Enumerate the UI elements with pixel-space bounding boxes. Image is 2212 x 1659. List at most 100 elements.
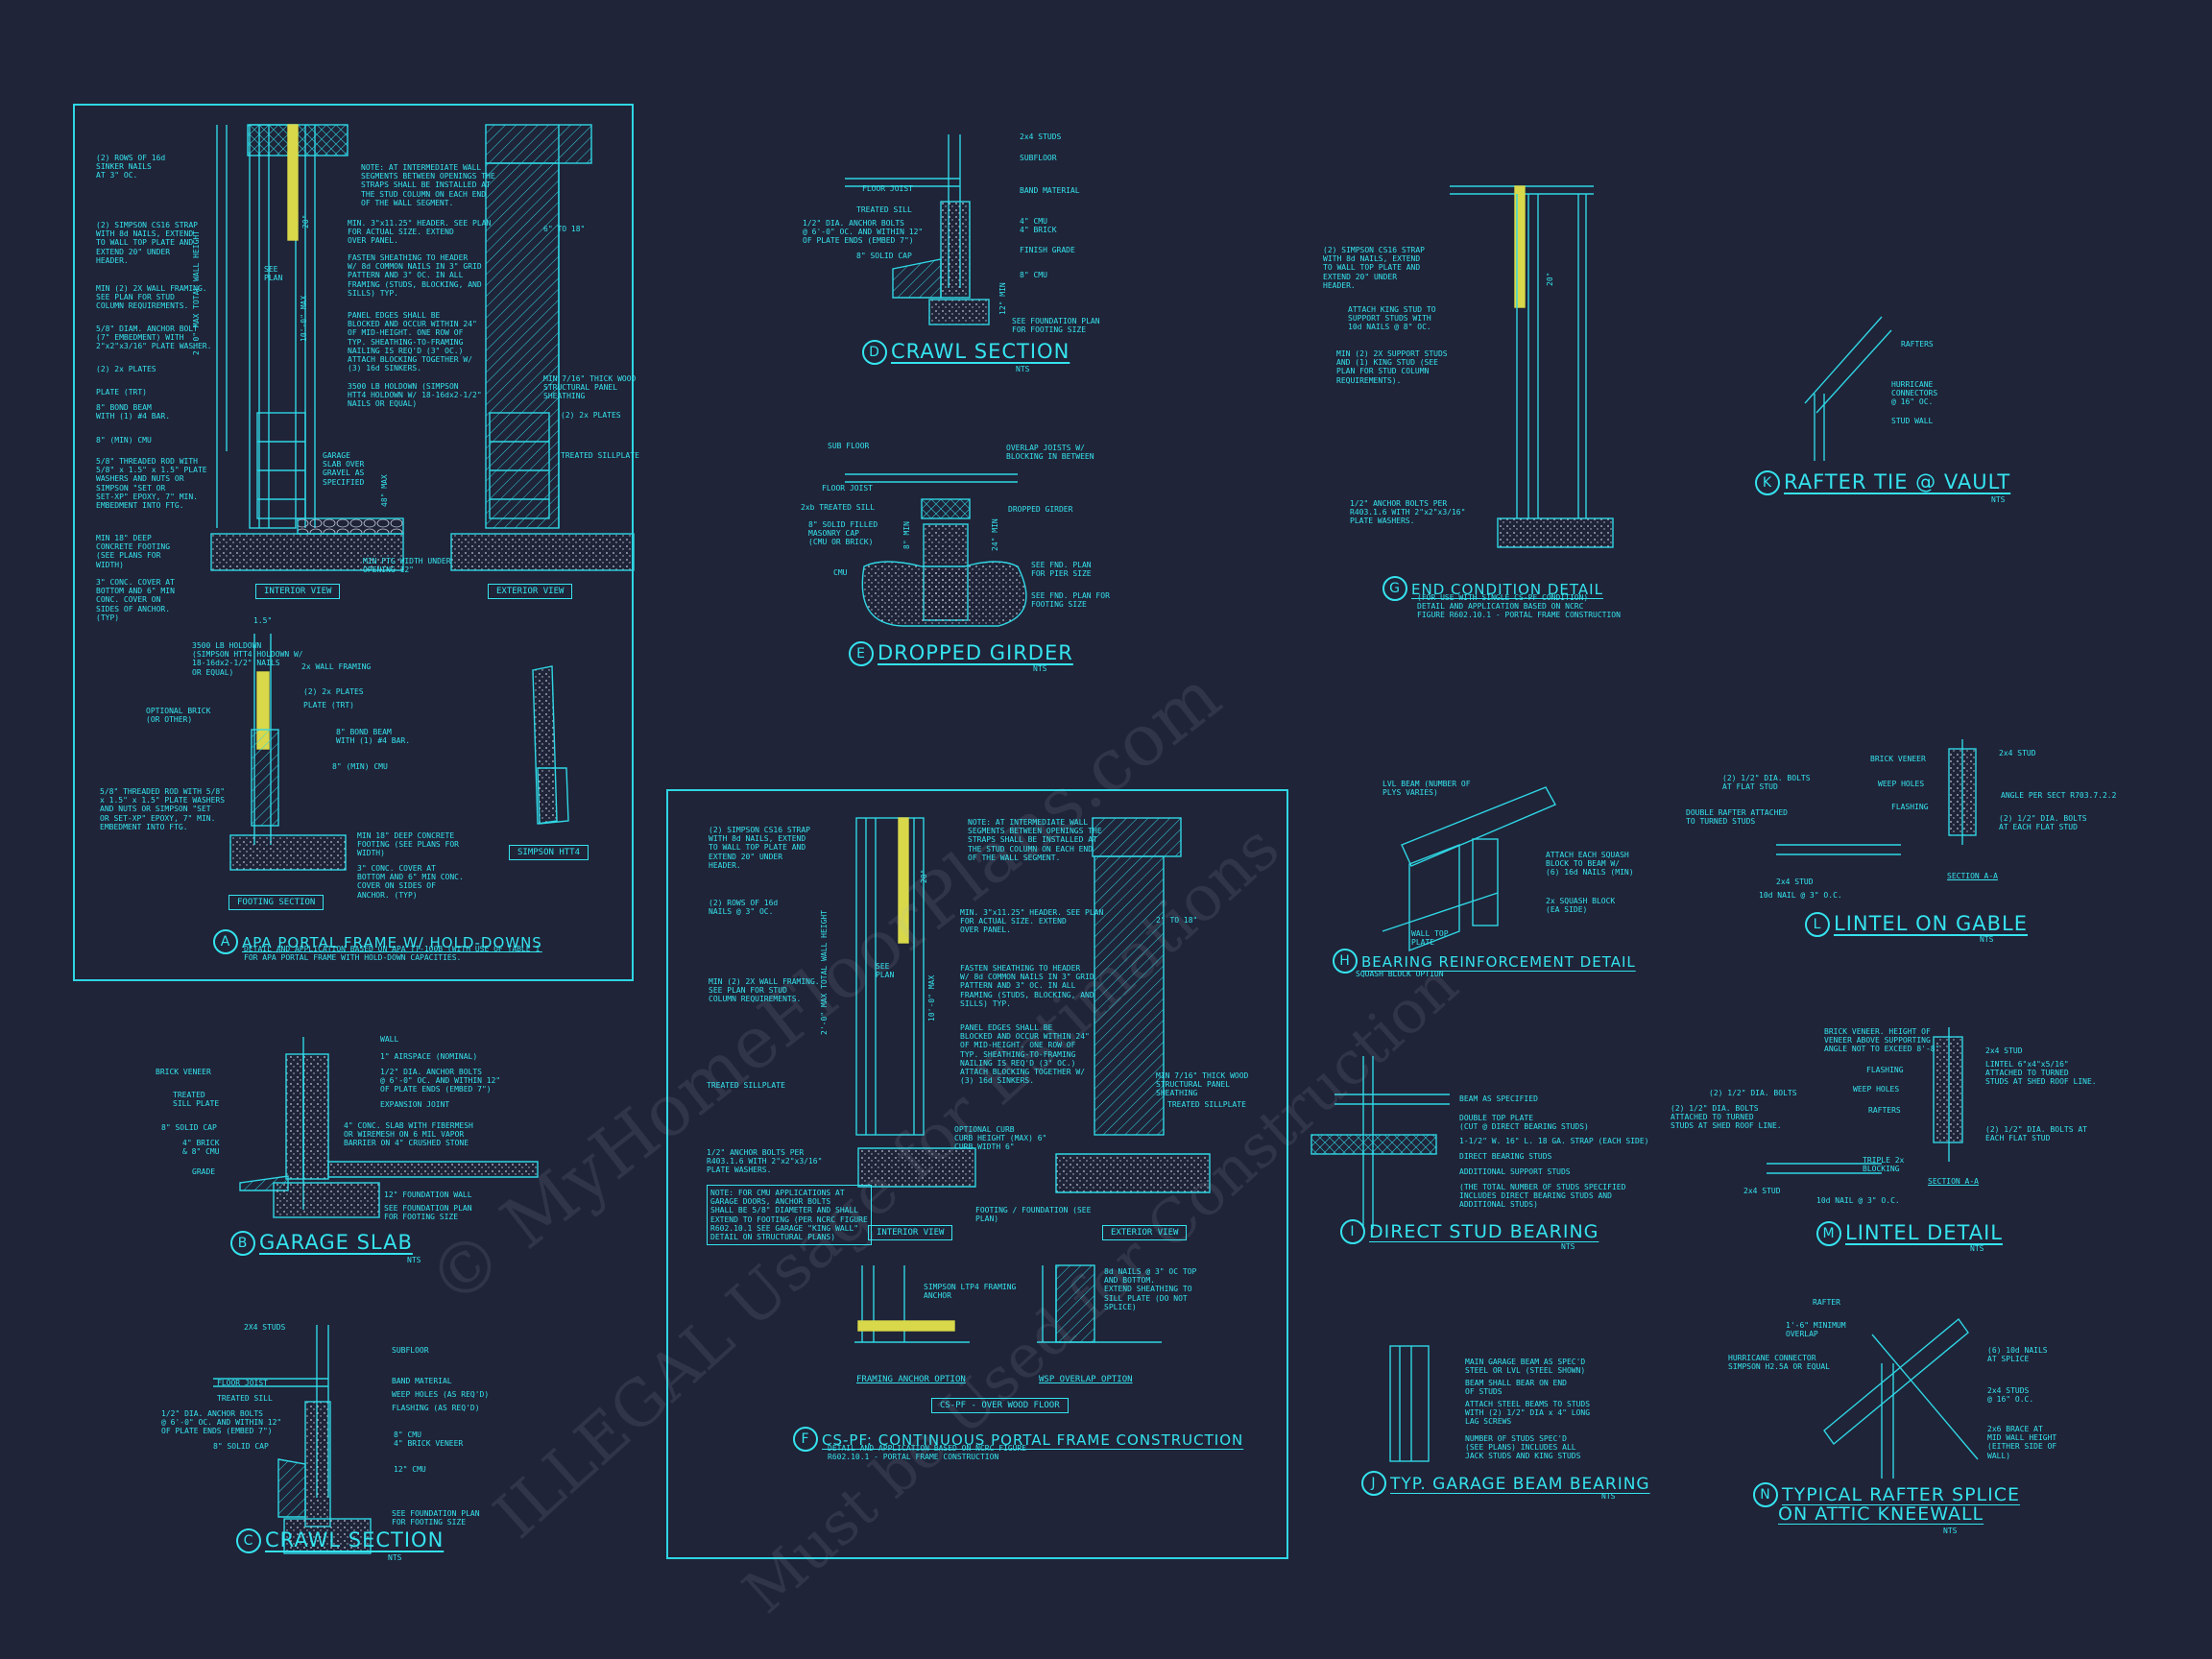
a-simpson-htt4-label: SIMPSON HTT4 — [509, 845, 589, 860]
l-label: ANGLE PER SECT R703.7.2.2 — [2001, 791, 2117, 800]
detail-l-nts: NTS — [1980, 935, 1994, 944]
i-label: (THE TOTAL NUMBER OF STUDS SPECIFIED INC… — [1459, 1183, 1626, 1210]
detail-g-bubble: G — [1382, 576, 1407, 601]
m-label: 2x4 STUD — [1743, 1187, 1781, 1195]
detail-k-nts: NTS — [1991, 495, 2006, 504]
j-label: BEAM SHALL BEAR ON END OF STUDS — [1465, 1379, 1567, 1397]
a-label: (2) 2x PLATES — [96, 365, 156, 373]
a-label: MIN 18" DEEP CONCRETE FOOTING (SEE PLANS… — [96, 534, 171, 569]
n-label: RAFTER — [1813, 1298, 1840, 1307]
k-label: STUD WALL — [1891, 417, 1934, 425]
l-label: SECTION A-A — [1947, 872, 1998, 880]
detail-e-title-text: DROPPED GIRDER — [878, 641, 1073, 664]
detail-a-subtitle: DETAIL AND APPLICATION BASED ON APA TT-1… — [244, 945, 541, 962]
f-label: MIN (2) 2X WALL FRAMING. SEE PLAN FOR ST… — [709, 977, 820, 1004]
m-label: (2) 1/2" DIA. BOLTS AT EACH FLAT STUD — [1985, 1125, 2087, 1143]
detail-m-nts: NTS — [1970, 1244, 1984, 1253]
k-label: HURRICANE CONNECTORS @ 16" OC. — [1891, 380, 1938, 407]
l-label: 10d NAIL @ 3" O.C. — [1759, 891, 1842, 900]
d-label: SEE FOUNDATION PLAN FOR FOOTING SIZE — [1012, 317, 1100, 335]
a-label: NOTE: AT INTERMEDIATE WALL SEGMENTS BETW… — [361, 163, 495, 207]
a-label: 5/8" THREADED ROD WITH 5/8" x 1.5" x 1.5… — [96, 457, 207, 510]
a-exterior-view-label: EXTERIOR VIEW — [488, 584, 573, 599]
b-label: BRICK VENEER — [156, 1068, 211, 1076]
l-label: DOUBLE RAFTER ATTACHED TO TURNED STUDS — [1686, 808, 1788, 827]
a-interior-view-label: INTERIOR VIEW — [255, 584, 341, 599]
f-label: SIMPSON LTP4 FRAMING ANCHOR — [924, 1283, 1017, 1301]
b-label: 12" FOUNDATION WALL — [384, 1190, 472, 1199]
f-wsp-overlap-option: WSP OVERLAP OPTION — [1039, 1375, 1133, 1384]
c-label: 12" CMU — [394, 1465, 426, 1474]
f-label: NOTE: AT INTERMEDIATE WALL SEGMENTS BETW… — [968, 818, 1102, 862]
a-label: (2) 2x PLATES — [561, 411, 621, 420]
detail-i-title-text: DIRECT STUD BEARING — [1369, 1221, 1599, 1242]
d-label: TREATED SILL — [856, 205, 912, 214]
m-label: 10d NAIL @ 3" O.C. — [1816, 1196, 1900, 1205]
f-dim: 10'-0" MAX — [927, 974, 936, 1022]
h-label: 2x SQUASH BLOCK (EA SIDE) — [1546, 897, 1616, 915]
m-label: (2) 1/2" DIA. BOLTS — [1709, 1089, 1797, 1097]
a-fs-label: (2) 2x PLATES — [303, 687, 364, 696]
a-dim: 2'-0" MAX TOTAL WALL HEIGHT — [192, 229, 201, 355]
a-label: TREATED SILLPLATE — [561, 451, 639, 460]
detail-i-bubble: I — [1340, 1219, 1365, 1244]
b-label: 4" BRICK & 8" CMU — [182, 1139, 220, 1157]
detail-d-nts: NTS — [1016, 365, 1030, 373]
h-label: ATTACH EACH SQUASH BLOCK TO BEAM W/ (6) … — [1546, 851, 1634, 878]
e-label: SEE FND. PLAN FOR PIER SIZE — [1031, 561, 1092, 579]
m-label: (2) 1/2" DIA. BOLTS ATTACHED TO TURNED S… — [1671, 1104, 1782, 1131]
f-dim: SEE PLAN — [876, 962, 895, 980]
a-fs-dim: 1.5" — [253, 616, 273, 625]
a-label: 5/8" DIAM. ANCHOR BOLT (7" EMBEDMENT) WI… — [96, 325, 212, 351]
b-label: 4" CONC. SLAB WITH FIBERMESH OR WIREMESH… — [344, 1121, 473, 1148]
detail-j-title-text: TYP. GARAGE BEAM BEARING — [1390, 1475, 1650, 1494]
f-dim: 2" TO 18" — [1156, 916, 1198, 925]
a-fs-label: MIN 18" DEEP CONCRETE FOOTING (SEE PLANS… — [357, 831, 459, 858]
e-label: 2xb TREATED SILL — [801, 503, 876, 512]
m-label: BRICK VENEER. HEIGHT OF VENEER ABOVE SUP… — [1824, 1027, 1940, 1054]
g-label: ATTACH KING STUD TO SUPPORT STUDS WITH 1… — [1348, 305, 1436, 332]
f-label: FOOTING / FOUNDATION (SEE PLAN) — [975, 1206, 1092, 1224]
a-fs-label: 8" BOND BEAM WITH (1) #4 BAR. — [336, 728, 411, 746]
g-dim: 20" — [1546, 272, 1554, 286]
m-label: TRIPLE 2x BLOCKING — [1863, 1156, 1905, 1174]
m-label: 2x4 STUD — [1985, 1046, 2023, 1055]
d-label: BAND MATERIAL — [1020, 186, 1080, 195]
f-dim: 2'-0" MAX TOTAL WALL HEIGHT — [820, 909, 829, 1035]
a-fs-label: 3500 LB HOLDOWN (SIMPSON HTT4 HOLDOWN W/… — [192, 641, 303, 677]
a-label: MIN 7/16" THICK WOOD STRUCTURAL PANEL SH… — [543, 374, 637, 401]
detail-j-bubble: J — [1361, 1471, 1386, 1496]
c-label: BAND MATERIAL — [392, 1377, 452, 1385]
detail-b-nts: NTS — [407, 1256, 421, 1264]
k-label: RAFTERS — [1901, 340, 1934, 349]
a-dim: SEE PLAN — [264, 265, 283, 283]
detail-b-title-text: GARAGE SLAB — [259, 1231, 413, 1254]
f-label: 1/2" ANCHOR BOLTS PER R403.1.6 WITH 2"x2… — [707, 1148, 823, 1175]
a-label: PANEL EDGES SHALL BE BLOCKED AND OCCUR W… — [348, 311, 477, 373]
a-label: (2) ROWS OF 16d SINKER NAILS AT 3" OC. — [96, 154, 166, 180]
detail-g-subtitle: (FOR USE WITH SINGLE CS-PF CONDITION) DE… — [1417, 593, 1621, 619]
detail-i-nts: NTS — [1561, 1242, 1575, 1251]
f-label: NOTE: FOR CMU APPLICATIONS AT GARAGE DOO… — [707, 1185, 872, 1246]
d-label: SUBFLOOR — [1020, 154, 1057, 162]
detail-f-title-text: CS-PF: CONTINUOUS PORTAL FRAME CONSTRUCT… — [822, 1431, 1244, 1449]
g-label: (2) SIMPSON CS16 STRAP WITH 8d NAILS, EX… — [1323, 246, 1425, 290]
l-label: FLASHING — [1891, 803, 1929, 811]
detail-f-bubble: F — [793, 1427, 818, 1452]
detail-b-bubble: B — [230, 1231, 255, 1256]
detail-g-title-text: END CONDITION DETAIL — [1411, 581, 1603, 598]
b-label: TREATED SILL PLATE — [173, 1091, 220, 1109]
b-label: SEE FOUNDATION PLAN FOR FOOTING SIZE — [384, 1204, 472, 1222]
c-label: 1/2" DIA. ANCHOR BOLTS @ 6'-0" OC. AND W… — [161, 1409, 282, 1436]
detail-c-bubble: C — [236, 1528, 261, 1553]
h-label: LVL BEAM (NUMBER OF PLYS VARIES) — [1382, 780, 1471, 798]
detail-j-nts: NTS — [1601, 1492, 1616, 1501]
a-label: MIN FTG WIDTH UNDER OPENING 12" — [363, 557, 451, 575]
